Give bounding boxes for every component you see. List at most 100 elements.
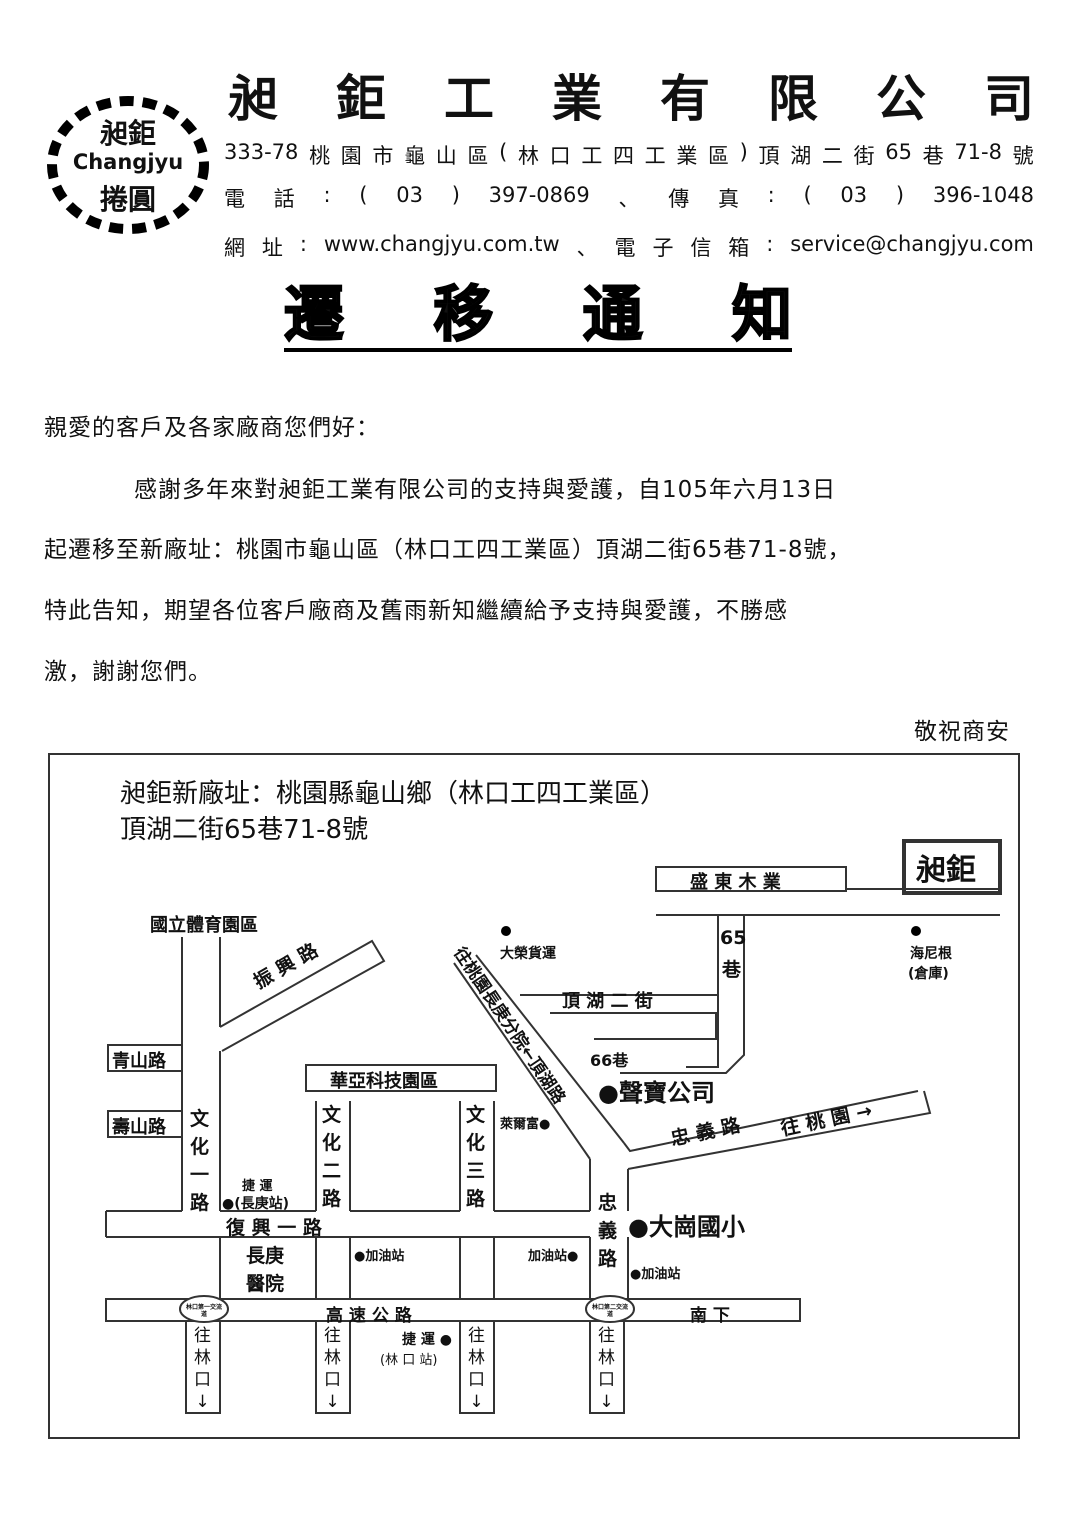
web-token: 子 [652,236,674,260]
darong-label: 大榮貨運 [500,946,556,962]
road-char: 一 [190,1164,210,1186]
to-linkou-char: ↓ [599,1392,614,1412]
phone-token: ( [359,183,368,207]
phone-token: ) [895,183,905,207]
web-token: 、 [576,236,598,260]
phone-token: : [323,183,331,207]
notice-line-1: 感謝多年來對昶鉅工業有限公司的支持與愛護，自105年六月13日 [134,477,837,503]
company-name-char: 業 [552,69,602,128]
wenhua-3-road-label: 文化三路 [466,1101,485,1213]
notice-line-2: 起遷移至新廠址：桃園市龜山區（林口工四工業區）頂湖二街65巷71-8號， [44,537,852,563]
notice-line-4: 激，謝謝您們。 [44,659,212,685]
southbound-label: 南 下 [690,1306,730,1326]
to-linkou-char: 林 [598,1348,615,1368]
to-linkou-char: 林 [194,1348,211,1368]
company-phone-fax: 電話:(03)397-0869、傳真:(03)396-1048 [224,183,1034,213]
changgung-hospital-label-2: 醫院 [246,1273,285,1295]
address-token: 65 [885,140,912,164]
road-char: 路 [190,1192,210,1214]
sports-park-label: 國立體育園區 [150,915,258,936]
phone-token: 、 [618,187,640,211]
phone-token: ( [803,183,812,207]
address-token: 333-78 [224,140,299,164]
address-token: 龜 [404,144,426,168]
to-linkou-char: 林 [468,1348,485,1368]
address-token: 桃 [309,144,331,168]
dinghu-2nd-st-label: 頂 湖 二 街 [562,991,653,1012]
phone-token: 397-0869 [488,183,590,207]
greeting: 親愛的客戶及各家廠商您們好： [44,415,380,441]
lane-66-label: 66巷 [590,1051,629,1070]
shengdong-label: 盛 東 木 業 [690,872,781,893]
web-token: www.changjyu.com.tw [323,232,560,256]
title-underline [284,348,792,352]
web-token: 箱 [728,236,750,260]
heineken-label: 海尼根 [910,946,952,962]
web-token: service@changjyu.com [790,232,1034,256]
address-token: 湖 [790,144,812,168]
web-token: : [766,232,774,256]
company-name-char: 有 [660,69,710,128]
phone-token: ) [451,183,460,207]
gas-station-3-label: ●加油站 [630,1267,681,1282]
address-token: 區 [708,144,729,168]
logo-bottom-text: 捲圓 [99,183,156,216]
company-name: 昶鉅工業有限公司 [228,68,1034,130]
web-token: 信 [690,236,712,260]
to-linkou-char: 口 [194,1370,211,1390]
to-linkou-1-label: 往林口↓ [194,1325,211,1413]
address-token: 市 [372,144,394,168]
to-linkou-char: 口 [598,1370,615,1390]
to-linkou-char: 往 [598,1326,615,1346]
sampo-label: ●聲寶公司 [598,1079,715,1107]
phone-token: 03 [840,183,868,207]
mrt-linkou-station: (林 口 站) [380,1353,438,1368]
address-token: 二 [821,144,843,168]
company-name-char: 工 [444,69,494,128]
address-token: 業 [676,144,698,168]
company-name-char: 鉅 [336,69,386,128]
title-char: 知 [731,280,793,350]
company-name-char: 昶 [228,69,278,128]
to-linkou-char: 往 [324,1326,341,1346]
phone-token: : [767,183,775,207]
phone-token: 電 [224,187,245,211]
shoushan-road-label: 壽山路 [112,1117,166,1138]
address-token: 71-8 [954,140,1002,164]
address-token: 四 [612,144,634,168]
title-char: 通 [582,280,644,350]
road-char: 文 [190,1108,210,1130]
address-token: 工 [581,144,603,168]
dagang-school-label: ●大崗國小 [628,1213,745,1241]
address-token: 山 [435,144,457,168]
road-char: 三 [466,1160,486,1182]
to-linkou-char: 口 [324,1370,341,1390]
phone-token: 396-1048 [932,183,1034,207]
wenhua-1-road-label: 文化一路 [190,1105,209,1217]
interchange-1-icon [179,1295,229,1323]
web-token: : [299,232,307,256]
web-token: 電 [614,236,636,260]
mrt-linkou-label: 捷 運 ● [402,1332,452,1348]
gas-station-2-label: 加油站● [528,1249,579,1264]
address-token: 號 [1012,144,1034,168]
road-char: 義 [598,1220,618,1242]
interchange-1-label: 林口第一交流道 [186,1304,223,1318]
to-linkou-char: 口 [468,1370,485,1390]
to-linkou-char: ↓ [195,1392,210,1412]
map-company-label: 昶鉅 [916,853,976,888]
address-token: 口 [549,144,571,168]
qingshan-road-label: 青山路 [112,1051,166,1072]
road-char: 忠 [598,1192,618,1214]
lane-65-number: 65 [720,927,747,949]
interchange-2-label: 林口第二交流道 [592,1304,629,1318]
web-token: 址 [261,236,283,260]
title-char: 遷 [283,280,345,350]
logo-top-text: 昶鉅 [99,117,156,150]
to-linkou-char: 往 [194,1326,211,1346]
company-logo: 昶鉅 Changjyu 捲圓 [44,92,212,238]
address-token: 工 [644,144,666,168]
location-map: 昶鉅新廠址：桃園縣龜山鄉（林口工四工業區） 頂湖二街65巷71-8號 昶鉅 盛 … [48,753,1020,1439]
phone-token: 傳 [668,187,690,211]
